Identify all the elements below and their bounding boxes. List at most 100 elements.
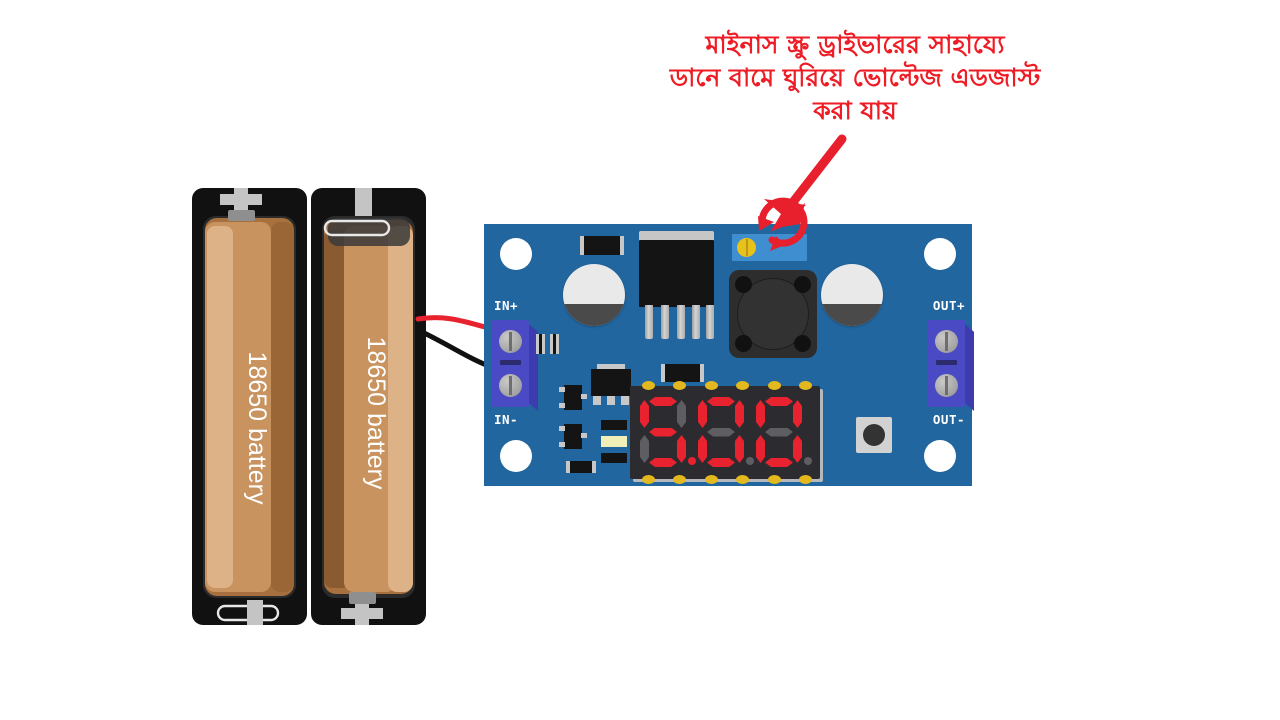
input-capacitor [563,264,625,326]
terminal-bevel [529,324,538,411]
smd-part-a [536,334,545,354]
segment-f [756,400,765,428]
decimal-point [688,457,696,465]
smd-diode-mid [661,364,704,382]
segment-a [649,397,677,406]
segment-c [793,435,802,463]
in-terminal-slot [500,360,521,365]
smd-transistor-1 [559,385,587,410]
segment-f [698,400,707,428]
in-plus-screw[interactable] [499,330,522,353]
segment-e [698,435,707,463]
solder-pad [673,381,687,390]
mounting-hole-top-left [500,238,532,270]
battery-right [322,188,415,625]
segment-b [793,400,802,428]
out-plus-screw[interactable] [935,330,958,353]
button-cap[interactable] [863,424,885,446]
display-face [630,381,820,484]
solder-pad [736,381,750,390]
display-digit-1 [698,395,754,469]
display-pads-top [642,381,812,390]
segment-a [765,397,793,406]
battery-left [203,188,296,625]
smd-resistor-top [580,236,624,255]
buck-converter-board: IN+ IN- OUT+ OUT- [484,224,974,486]
solder-pad [736,475,750,484]
smd-resistor-1 [601,420,627,430]
solder-pad [642,475,655,484]
solder-pad [767,381,781,390]
solder-pad [798,381,812,390]
in-minus-screw[interactable] [499,374,522,397]
out-minus-screw[interactable] [935,374,958,397]
smd-resistor-2 [601,453,627,463]
segment-a [707,397,735,406]
solder-pad [704,475,718,484]
mounting-hole-bottom-left [500,440,532,472]
smd-transistor-2 [559,424,587,449]
regulator-ic [639,231,714,339]
display-mode-button[interactable] [856,417,892,453]
output-terminal-block[interactable] [927,320,974,411]
ic-leg-4 [692,305,700,339]
ic-heatsink-tab [639,231,714,241]
ic-leg-2 [661,305,669,339]
mounting-hole-bottom-right [924,440,956,472]
segment-c [677,435,686,463]
solder-pad [673,475,687,484]
ic223-pin-1 [593,396,601,405]
label-in-minus: IN- [494,412,519,427]
inductor-dot-tr [794,276,811,293]
solder-pad [798,475,812,484]
ic223-pin-2 [607,396,615,405]
segment-e [756,435,765,463]
ic-leg-3 [677,305,685,339]
battery-label-right: 18650 battery [362,337,390,490]
ic-leg-5 [706,305,714,339]
label-out-plus: OUT+ [932,298,965,313]
terminal-bevel [965,324,974,411]
rotate-indicator-icon [758,197,808,251]
battery-label-left: 18650 battery [243,352,271,505]
battery-holder: 18650 battery 18650 battery [192,188,426,625]
mounting-hole-top-right [924,238,956,270]
display-digit-0 [640,395,696,469]
ic-body [639,240,714,307]
segment-b [735,400,744,428]
seven-segment-display [630,381,823,484]
out-terminal-slot [936,360,957,365]
label-out-minus: OUT- [932,412,965,427]
segment-f [640,400,649,428]
output-capacitor [821,264,883,326]
solder-pad [642,381,655,390]
decimal-point [746,457,754,465]
input-terminal-block[interactable] [491,320,538,411]
ic-leg-1 [645,305,653,339]
annotation-text: মাইনাস স্ক্রু ড্রাইভারের সাহায্যে ডানে ব… [669,30,1041,125]
decimal-point [804,457,812,465]
label-in-plus: IN+ [494,298,519,313]
display-digit-2 [756,395,812,469]
ic223-pin-3 [621,396,629,405]
segment-d [707,458,735,467]
smd-component-yellow [601,436,627,447]
trimmer-adjust-screw[interactable] [737,238,756,257]
segment-e [640,435,649,463]
solder-pad [704,381,718,390]
segment-b [677,400,686,428]
smd-part-b [550,334,559,354]
segment-g [707,427,735,437]
inductor-dot-bl [735,335,752,352]
inductor-dot-br [794,335,811,352]
smd-resistor-5 [566,461,596,473]
segment-g [649,427,677,437]
segment-c [735,435,744,463]
segment-d [649,458,677,467]
solder-pad [767,475,781,484]
display-pads-bottom [642,475,812,484]
inductor-dot-tl [735,276,752,293]
smd-voltage-ic [591,364,631,405]
